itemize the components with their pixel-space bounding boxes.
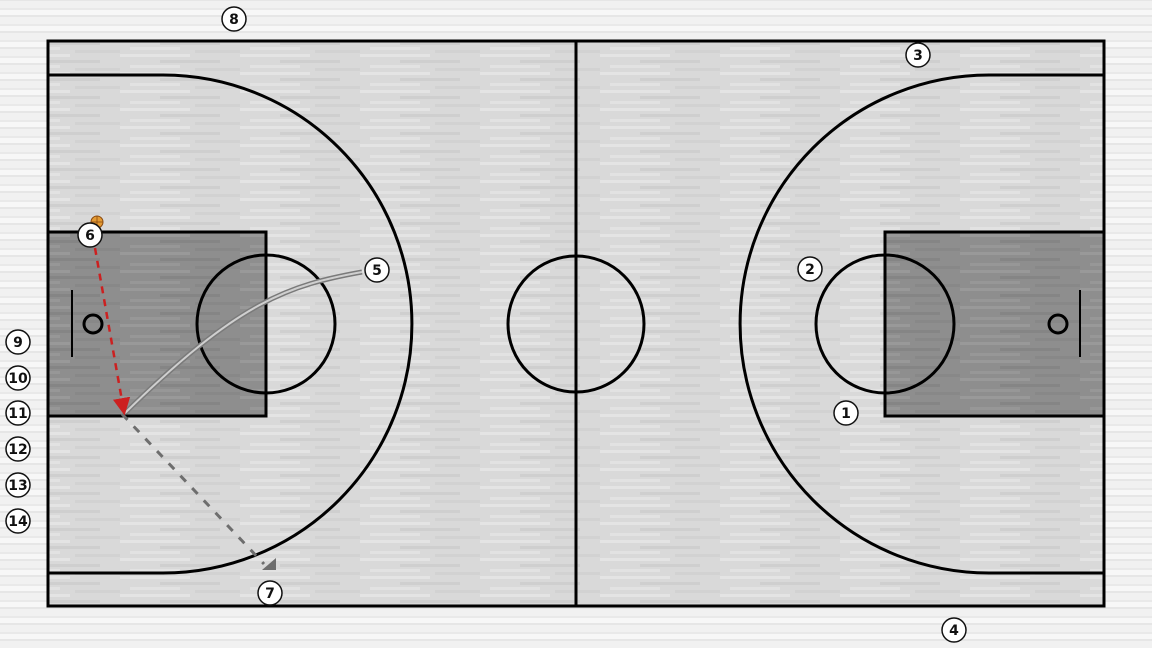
player-12[interactable]: 12 — [5, 436, 31, 462]
player-8[interactable]: 8 — [221, 6, 247, 32]
player-number: 11 — [8, 406, 27, 422]
player-marker-circle — [5, 329, 31, 355]
player-marker-circle — [905, 42, 931, 68]
dribble-arrowhead-icon — [262, 558, 276, 570]
player-6[interactable]: 6 — [77, 222, 103, 248]
player-marker-circle — [5, 365, 31, 391]
movement-arrow — [123, 269, 363, 415]
player-1[interactable]: 1 — [833, 400, 859, 426]
player-marker-circle — [5, 508, 31, 534]
player-marker-circle — [5, 400, 31, 426]
player-number: 6 — [85, 228, 95, 244]
player-marker-circle — [257, 580, 283, 606]
player-number: 2 — [805, 262, 815, 278]
left-three-point-line — [48, 73, 414, 575]
player-10[interactable]: 10 — [5, 365, 31, 391]
player-number: 12 — [8, 442, 27, 458]
right-paint — [883, 230, 1106, 418]
center-circle — [506, 254, 646, 394]
left-free-throw-circle — [195, 253, 337, 395]
right-free-throw-circle — [814, 253, 956, 395]
player-5[interactable]: 5 — [364, 257, 390, 283]
player-number: 13 — [8, 478, 27, 494]
player-number: 5 — [372, 263, 382, 279]
player-number: 4 — [949, 623, 959, 639]
player-number: 10 — [8, 371, 28, 387]
player-marker-circle — [221, 6, 247, 32]
player-number: 14 — [8, 514, 28, 530]
player-4[interactable]: 4 — [941, 617, 967, 643]
player-number: 8 — [229, 12, 239, 28]
left-hoop — [82, 313, 104, 335]
player-3[interactable]: 3 — [905, 42, 931, 68]
player-11[interactable]: 11 — [5, 400, 31, 426]
right-hoop — [1047, 313, 1069, 335]
player-9[interactable]: 9 — [5, 329, 31, 355]
pass-arrow — [93, 247, 131, 416]
player-13[interactable]: 13 — [5, 472, 31, 498]
player-marker-circle — [5, 436, 31, 462]
player-marker-circle — [833, 400, 859, 426]
player-number: 1 — [841, 406, 851, 422]
player-marker-circle — [77, 222, 103, 248]
dribble-arrow — [120, 412, 266, 566]
player-marker-circle — [941, 617, 967, 643]
player-number: 7 — [265, 586, 275, 602]
player-14[interactable]: 14 — [5, 508, 31, 534]
player-marker-circle — [364, 257, 390, 283]
player-2[interactable]: 2 — [797, 256, 823, 282]
right-three-point-line — [738, 73, 1104, 575]
player-marker-circle — [5, 472, 31, 498]
player-7[interactable]: 7 — [257, 580, 283, 606]
player-marker-circle — [797, 256, 823, 282]
player-number: 9 — [13, 335, 23, 351]
player-number: 3 — [913, 48, 923, 64]
